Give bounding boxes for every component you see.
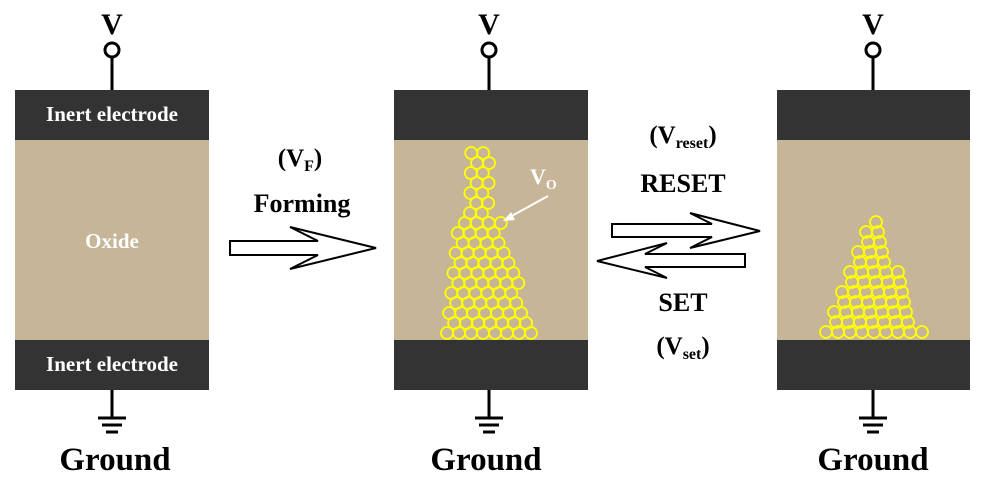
ground-label: Ground (430, 442, 541, 478)
bottom-electrode (777, 340, 970, 390)
oxygen-vacancy-circle (869, 215, 883, 229)
device-reset: V Ground (777, 8, 970, 478)
ground-symbol (475, 390, 503, 434)
forming-transition: (VF) Forming (229, 145, 377, 270)
bottom-electrode (394, 340, 588, 390)
voltage-label: V (862, 8, 884, 41)
oxygen-vacancy-circle (891, 265, 905, 279)
vacancy-label: VO (530, 164, 557, 193)
bottom-electrode-label: Inert electrode (46, 352, 178, 376)
oxygen-vacancy-circle (481, 196, 496, 210)
bottom-electrode (15, 340, 209, 390)
vacancy-pointer-line (507, 195, 549, 219)
ground-symbol (859, 390, 887, 434)
top-electrode (394, 90, 588, 140)
reset-label: RESET (640, 169, 725, 198)
device-formed: V VO Ground (394, 8, 588, 478)
oxygen-vacancy-circle (873, 235, 887, 249)
top-electrode (15, 90, 209, 140)
oxygen-vacancy-circle (475, 206, 489, 220)
reset-arrow (611, 212, 761, 249)
vacancy-pointer-head (503, 212, 515, 221)
reset-set-transition: (Vreset) RESET SET (Vset) (596, 122, 761, 363)
oxygen-vacancy-circle (871, 225, 885, 239)
oxide-label: Oxide (85, 229, 139, 253)
oxygen-vacancy-circle (915, 325, 929, 339)
oxygen-vacancy-circle (895, 285, 909, 299)
voltage-label: V (101, 8, 123, 41)
voltage-label: V (478, 8, 500, 41)
voltage-terminal: V (101, 8, 123, 90)
forming-arrow (229, 226, 377, 270)
conductive-filament (819, 215, 929, 339)
vacancy-callout: VO (503, 164, 557, 221)
oxide-layer (15, 140, 209, 340)
terminal-circle (480, 41, 498, 59)
oxygen-vacancy-circle (901, 315, 915, 329)
oxygen-vacancy-circle (475, 186, 490, 200)
device-pristine: V Inert electrode Oxide Inert electrode … (15, 8, 209, 478)
ground-label: Ground (59, 442, 170, 478)
forming-label: Forming (254, 189, 351, 218)
oxygen-vacancy-circle (875, 245, 889, 259)
reset-voltage-label: (Vreset) (649, 122, 716, 152)
oxygen-vacancy-circle (476, 146, 491, 160)
oxygen-vacancy-circle (482, 156, 496, 170)
oxygen-vacancy-circle (877, 255, 891, 269)
top-electrode (777, 90, 970, 140)
oxygen-vacancy-circle (475, 166, 490, 180)
terminal-circle (864, 41, 882, 59)
set-label: SET (658, 288, 707, 317)
voltage-terminal: V (862, 8, 884, 90)
ground-label: Ground (817, 442, 928, 478)
oxygen-vacancy-circle (897, 295, 911, 309)
voltage-terminal: V (478, 8, 500, 90)
oxygen-vacancy-circle (899, 305, 913, 319)
forming-voltage-label: (VF) (278, 145, 323, 175)
ground-symbol (98, 390, 126, 434)
set-voltage-label: (Vset) (656, 333, 709, 363)
oxygen-vacancy-circle (893, 275, 907, 289)
top-electrode-label: Inert electrode (46, 102, 178, 126)
conductive-filament (440, 146, 538, 340)
oxygen-vacancy-circle (493, 216, 508, 230)
terminal-circle (103, 41, 121, 59)
set-arrow (596, 242, 746, 279)
oxygen-vacancy-circle (481, 176, 496, 190)
